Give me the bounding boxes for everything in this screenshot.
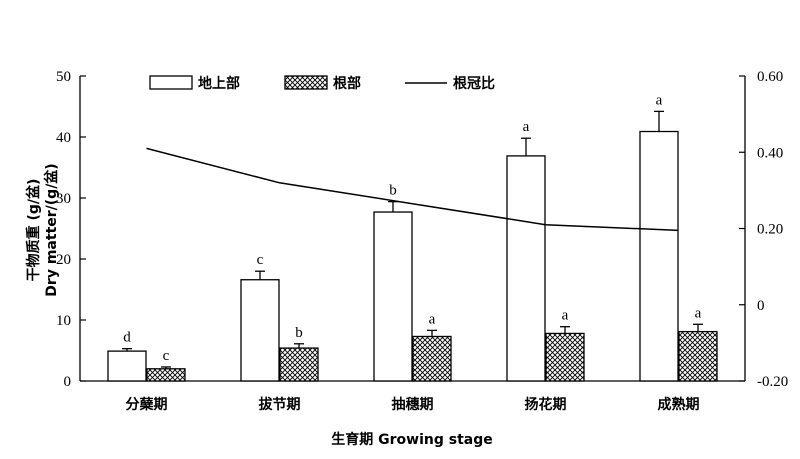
significance-label: c	[257, 252, 264, 268]
right-tick-label: -0.20	[757, 374, 788, 390]
significance-label: c	[163, 348, 170, 364]
right-tick-label: 0	[757, 298, 765, 314]
significance-label: a	[656, 92, 663, 108]
bar-above	[373, 211, 413, 382]
bar-root	[146, 368, 186, 382]
bar-root	[279, 347, 319, 382]
bar-above	[107, 350, 147, 382]
category-label: 拔节期	[259, 396, 301, 413]
significance-label: b	[295, 325, 303, 341]
y-axis-title-cn: 干物质重 (g/盆)	[25, 179, 42, 282]
bars	[107, 130, 718, 382]
left-ticks: 0 10 20 30 40 50	[56, 69, 86, 390]
y-axis-title-group: 干物质重 (g/盆) Dry matter/(g/盆)	[25, 163, 60, 296]
bar-above	[639, 130, 679, 382]
bar-above	[506, 155, 546, 382]
error-bars	[122, 110, 703, 369]
category-label: 扬花期	[525, 396, 567, 413]
x-axis-title: 生育期 Growing stage	[331, 431, 492, 448]
legend-swatch-root	[284, 75, 328, 90]
legend-label-above: 地上部	[198, 75, 240, 92]
bar-root	[412, 335, 452, 382]
significance-label: a	[695, 305, 702, 321]
significance-labels: d c b a a c b a a a	[123, 92, 701, 364]
category-label: 分蘖期	[126, 396, 168, 413]
significance-label: a	[562, 308, 569, 324]
right-tick-label: 0.40	[757, 145, 783, 161]
bar-above	[240, 279, 280, 382]
right-tick-label: 0.20	[757, 222, 783, 238]
significance-label: a	[429, 311, 436, 327]
right-tick-label: 0.60	[757, 69, 783, 85]
legend: 地上部 根部 根冠比	[149, 75, 495, 92]
series-line-ratio	[146, 147, 679, 232]
y-axis-title-en: Dry matter/(g/盆)	[43, 163, 60, 296]
left-tick-label: 0	[64, 374, 72, 390]
significance-label: d	[123, 330, 131, 346]
left-tick-label: 50	[56, 69, 71, 85]
significance-label: a	[523, 119, 530, 135]
left-tick-label: 20	[56, 252, 71, 268]
bar-root	[678, 330, 718, 382]
significance-label: b	[389, 183, 397, 199]
legend-swatch-above	[149, 75, 193, 90]
right-ticks: -0.20 0 0.20 0.40 0.60	[739, 69, 788, 390]
left-tick-label: 30	[56, 191, 71, 207]
category-label: 抽穗期	[392, 396, 434, 413]
left-tick-label: 10	[56, 313, 71, 329]
legend-label-root: 根部	[333, 75, 361, 92]
legend-label-ratio: 根冠比	[453, 75, 495, 92]
category-label: 成熟期	[658, 396, 700, 413]
bar-root	[545, 332, 585, 382]
left-tick-label: 40	[56, 130, 71, 146]
